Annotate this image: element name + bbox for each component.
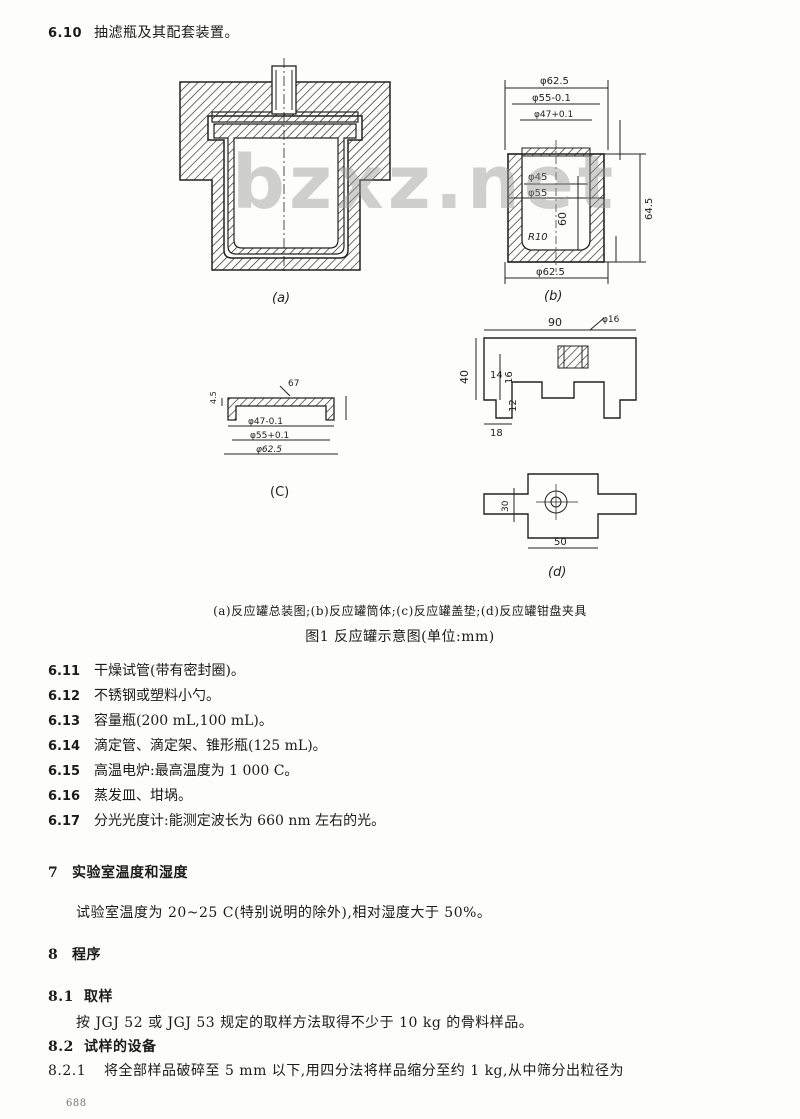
dim-c-phi47: φ47-0.1: [248, 417, 283, 427]
item-text: 滴定管、滴定架、锥形瓶(125 mL)。: [94, 738, 327, 754]
section-title-text: 程序: [72, 947, 101, 963]
item-number: 6.12: [48, 689, 81, 704]
panel-c-label: (C): [270, 485, 289, 500]
section-8-heading: 8 程序: [48, 944, 101, 964]
dim-c-67: 67: [288, 379, 299, 389]
section-8-1-heading: 8.1 取样: [48, 986, 113, 1006]
dim-b-phi55-inner: φ55: [528, 188, 547, 199]
list-item: 6.17 分光光度计:能测定波长为 660 nm 左右的光。: [48, 810, 385, 835]
list-item: 6.12 不锈钢或塑料小勺。: [48, 685, 385, 710]
section-8-1-body: 按 JGJ 52 或 JGJ 53 规定的取样方法取得不少于 10 kg 的骨料…: [76, 1015, 534, 1031]
watermark: bzxz.net: [232, 140, 618, 226]
dim-c-4-5: 4.5: [209, 391, 218, 404]
list-item: 6.16 蒸发皿、坩埚。: [48, 785, 385, 810]
section-number: 8.1: [48, 989, 74, 1005]
item-number: 6.16: [48, 789, 81, 804]
figure-1-drawing: φ62.5 φ55-0.1 φ47+0.1 φ45 φ55 60 64.5 R1…: [179, 58, 655, 580]
dim-d-40: 40: [458, 370, 471, 384]
item-text: 干燥试管(带有密封圈)。: [94, 663, 245, 679]
section-number: 8.2: [48, 1039, 74, 1055]
dim-b-phi62-5-bottom: φ62.5: [536, 267, 565, 278]
figure-caption-title: 图1 反应罐示意图(单位:mm): [305, 629, 495, 645]
item-number: 6.14: [48, 739, 81, 754]
section-title-text: 实验室温度和湿度: [72, 865, 188, 881]
panel-c-lid: φ47-0.1 φ55+0.1 φ62.5 67 4.5: [209, 379, 347, 455]
dim-b-64-5: 64.5: [644, 198, 655, 220]
panel-a-label: (a): [272, 291, 290, 306]
item-number: 6.13: [48, 714, 81, 729]
section-number: 8: [48, 947, 59, 963]
dim-c-phi55: φ55+0.1: [250, 431, 289, 441]
list-item: 6.11 干燥试管(带有密封圈)。: [48, 660, 385, 685]
dim-c-phi62-5: φ62.5: [256, 445, 282, 455]
dim-b-60: 60: [556, 212, 569, 226]
section-6-10-heading: 6.10 抽滤瓶及其配套装置。: [48, 22, 239, 42]
panel-d-clamp: 90 φ16 40 14 16 12 18 30 50: [458, 315, 637, 549]
section-title-text: 试样的设备: [84, 1039, 157, 1055]
dim-b-phi55: φ55-0.1: [532, 93, 571, 104]
page-number: 688: [66, 1098, 87, 1109]
item-number: 6.15: [48, 764, 81, 779]
dim-b-phi47: φ47+0.1: [534, 110, 573, 120]
dim-d-14: 14: [490, 370, 503, 381]
list-item: 6.14 滴定管、滴定架、锥形瓶(125 mL)。: [48, 735, 385, 760]
section-number: 7: [48, 865, 59, 881]
figure-caption-parts: (a)反应罐总装图;(b)反应罐筒体;(c)反应罐盖垫;(d)反应罐钳盘夹具: [213, 604, 587, 618]
section-7-body: 试验室温度为 20~25 C(特别说明的除外),相对湿度大于 50%。: [76, 905, 492, 921]
item-text: 蒸发皿、坩埚。: [94, 788, 192, 804]
section-title-text: 取样: [84, 989, 113, 1005]
dim-d-30: 30: [501, 500, 511, 512]
panel-d-label: (d): [548, 565, 566, 580]
item-number: 6.17: [48, 814, 81, 829]
panel-b-cylinder: φ62.5 φ55-0.1 φ47+0.1 φ45 φ55 60 64.5 R1…: [504, 76, 655, 284]
section-number: 6.10: [48, 26, 83, 41]
dim-d-50: 50: [554, 537, 567, 548]
panel-a-assembly: [179, 58, 391, 274]
item-number: 6.11: [48, 664, 81, 679]
item-text: 容量瓶(200 mL,100 mL)。: [94, 713, 273, 729]
dim-d-18: 18: [490, 428, 503, 439]
section-title-text: 抽滤瓶及其配套装置。: [94, 25, 239, 41]
dim-d-phi16: φ16: [602, 315, 620, 325]
dim-d-90: 90: [548, 316, 562, 329]
list-item: 6.13 容量瓶(200 mL,100 mL)。: [48, 710, 385, 735]
dim-b-r10: R10: [528, 232, 548, 243]
dim-d-12: 12: [508, 399, 519, 412]
dim-b-phi62-5-top: φ62.5: [540, 76, 569, 87]
list-item: 6.15 高温电炉:最高温度为 1 000 C。: [48, 760, 385, 785]
section-8-2-1-line: 8.2.1 将全部样品破碎至 5 mm 以下,用四分法将样品缩分至约 1 kg,从…: [48, 1060, 624, 1080]
paragraph-text: 将全部样品破碎至 5 mm 以下,用四分法将样品缩分至约 1 kg,从中筛分出粒…: [104, 1063, 624, 1079]
section-number: 8.2.1: [48, 1063, 87, 1079]
item-text: 不锈钢或塑料小勺。: [94, 688, 220, 704]
section-7-heading: 7 实验室温度和湿度: [48, 862, 188, 882]
equipment-list: 6.11 干燥试管(带有密封圈)。 6.12 不锈钢或塑料小勺。 6.13 容量瓶(2…: [48, 660, 385, 835]
item-text: 高温电炉:最高温度为 1 000 C。: [94, 763, 299, 779]
panel-b-label: (b): [544, 289, 562, 304]
dim-d-16: 16: [504, 371, 515, 384]
section-8-2-heading: 8.2 试样的设备: [48, 1036, 157, 1056]
item-text: 分光光度计:能测定波长为 660 nm 左右的光。: [94, 813, 386, 829]
dim-b-phi45: φ45: [528, 172, 547, 183]
